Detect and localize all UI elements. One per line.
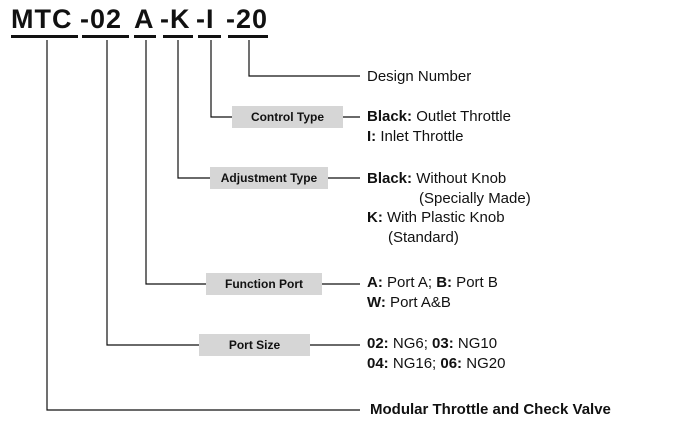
code-segment-series: MTC (11, 4, 73, 34)
design-number-text: Design Number (367, 68, 472, 85)
adjustment-type-leader (177, 40, 210, 179)
code-segment-port-size: -02 (80, 4, 123, 34)
function-port-leader (145, 40, 206, 285)
control-type-leader (210, 40, 232, 118)
code-underline-port-size (82, 35, 129, 38)
port-size-option-row2: 04: NG16; 06: NG20 (367, 355, 506, 372)
adjustment-type-label: Adjustment Type (210, 167, 328, 189)
adjustment-type-option-k-note: (Standard) (388, 229, 459, 246)
port-size-leader (106, 40, 199, 346)
control-type-option-black: Black: Outlet Throttle (367, 108, 511, 125)
product-leader (46, 40, 360, 411)
code-segment-design: -20 (226, 4, 269, 34)
code-underline-control (198, 35, 221, 38)
control-type-option-i: I: Inlet Throttle (367, 128, 464, 145)
adjustment-type-option-black-note: (Specially Made) (419, 190, 531, 207)
code-segment-control: -I (196, 4, 215, 34)
code-underline-adjustment (163, 35, 193, 38)
function-port-label: Function Port (206, 273, 322, 295)
code-underline-series (11, 35, 78, 38)
adjustment-type-option-black: Black: Without Knob (367, 170, 507, 187)
function-port-option-a-b: A: Port A; B: Port B (367, 274, 498, 291)
adjustment-type-option-k: K: With Plastic Knob (367, 209, 505, 226)
code-underline-design (228, 35, 268, 38)
product-name-text: Modular Throttle and Check Valve (370, 401, 611, 418)
code-segment-adjustment: -K (160, 4, 191, 34)
code-underline-function (134, 35, 156, 38)
function-port-option-w: W: Port A&B (367, 294, 451, 311)
code-segment-function: A (134, 4, 155, 34)
port-size-option-row1: 02: NG6; 03: NG10 (367, 335, 498, 352)
port-size-label: Port Size (199, 334, 310, 356)
control-type-label: Control Type (232, 106, 343, 128)
design-number-leader (248, 40, 360, 77)
